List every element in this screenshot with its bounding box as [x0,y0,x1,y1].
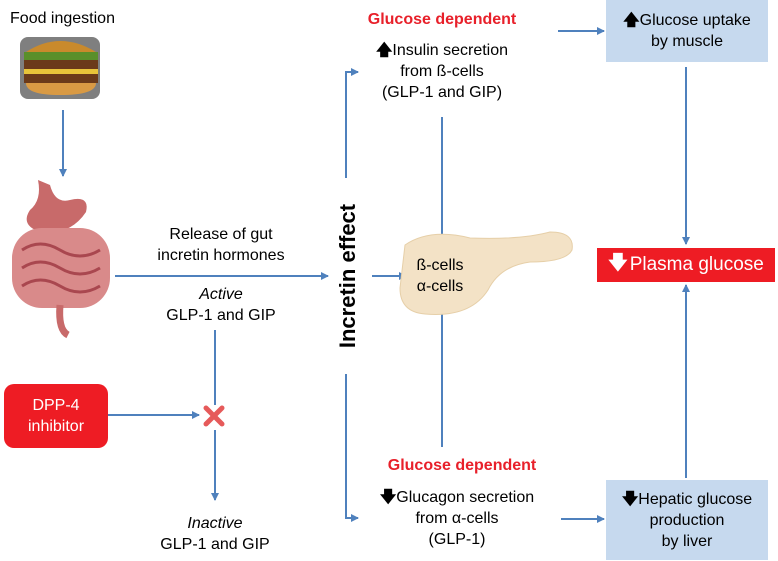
insulin-label: 🡅Insulin secretion from ß-cells (GLP-1 a… [375,42,509,101]
up-arrow-icon: 🡅 [375,42,393,59]
pancreas-icon [399,231,573,315]
down-arrow-icon: 🡇 [379,489,397,506]
down-arrow-icon: 🡇 [621,490,639,508]
block-x-icon [203,405,225,427]
food-ingestion-label: Food ingestion [10,10,115,27]
cells-label: ß-cells α-cells [416,257,464,295]
arrow-branch-down [345,374,359,522]
hepatic-glucose-box: 🡇Hepatic glucose production by liver [606,480,768,560]
glucose-dependent-bottom: Glucose dependent [387,457,537,474]
glucagon-label: 🡇Glucagon secretion from α-cells (GLP-1) [379,489,535,548]
down-arrow-icon: 🡇 [608,253,628,274]
glucose-uptake-box: 🡅Glucose uptake by muscle [606,0,768,62]
dpp4-inhibitor-badge: DPP-4 inhibitor [4,384,108,448]
active-label: Active GLP-1 and GIP [166,286,276,324]
release-label: Release of gut incretin hormones [157,226,285,264]
burger-icon [20,37,100,99]
incretin-effect-label: Incretin effect [335,203,361,349]
gut-icon [12,180,110,339]
inactive-label: Inactive GLP-1 and GIP [160,515,270,553]
arrow-branch-up [345,68,359,178]
plasma-glucose-box: 🡇Plasma glucose [597,248,775,282]
glucose-dependent-top: Glucose dependent [367,11,517,28]
up-arrow-icon: 🡅 [623,12,640,29]
